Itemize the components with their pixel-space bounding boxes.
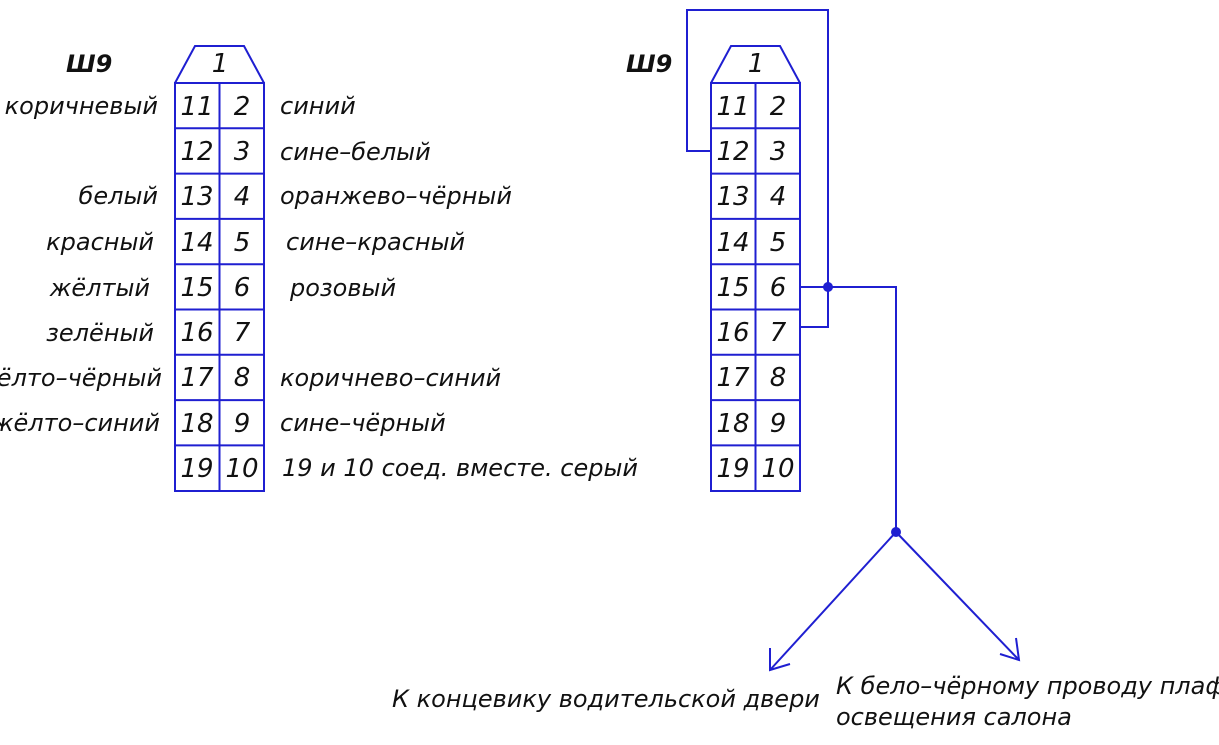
- destination-label: К бело–чёрному проводу плафона: [836, 672, 1219, 700]
- wire-color-label: сине–чёрный: [280, 409, 446, 437]
- right-pin: 10: [761, 454, 794, 484]
- left-pin: 4: [234, 182, 251, 212]
- wire-to-ceiling-light: [895, 531, 1020, 661]
- right-pin: 5: [770, 228, 787, 258]
- jumper-wire-12-7: [686, 9, 829, 328]
- wire-to-door-switch: [769, 531, 897, 671]
- wire-color-label: розовый: [289, 274, 396, 302]
- right-pin: 12: [716, 137, 749, 167]
- right-pin: 7: [770, 318, 787, 348]
- left-connector: Ш9 1 11 2 12 3 13 4 14 5 15 6 16 7 17 8 …: [0, 45, 638, 492]
- wire-color-label: красный: [46, 228, 154, 256]
- right-pin: 17: [716, 363, 750, 393]
- left-connector-label: Ш9: [66, 50, 112, 78]
- left-pin: 11: [180, 92, 213, 122]
- right-pin: 9: [770, 409, 787, 439]
- wire-color-label: зелёный: [46, 319, 154, 347]
- right-pin: 4: [770, 182, 787, 212]
- right-pin: 13: [716, 182, 749, 212]
- left-pin: 13: [180, 182, 213, 212]
- left-pin: 18: [180, 409, 213, 439]
- left-pin: 8: [234, 363, 251, 393]
- left-pin: 2: [234, 92, 251, 122]
- arrowhead-left: [769, 648, 791, 672]
- wire-color-label: оранжево–чёрный: [280, 182, 512, 210]
- left-pin: 7: [234, 318, 251, 348]
- left-pin: 14: [180, 228, 213, 258]
- wire-color-label: жёлто–чёрный: [0, 364, 162, 392]
- left-pin: 15: [180, 273, 213, 303]
- right-connector-label: Ш9: [626, 50, 672, 78]
- left-pin-1: 1: [212, 49, 229, 79]
- left-pin: 16: [180, 318, 213, 348]
- wire-color-label: синий: [280, 92, 356, 120]
- wire-color-label: сине–красный: [286, 228, 465, 256]
- wire-color-label: жёлто–синий: [0, 409, 160, 437]
- right-connector: Ш9 1 11 2 12 3 13 4 14 5 15 6 16 7 17 8 …: [626, 45, 801, 492]
- right-pin: 15: [716, 273, 749, 303]
- left-pin: 5: [234, 228, 251, 258]
- right-pin-1: 1: [748, 49, 765, 79]
- left-pin: 9: [234, 409, 251, 439]
- arrowhead-right: [999, 637, 1021, 662]
- wire-color-label: белый: [79, 182, 158, 210]
- junction-dot: [891, 527, 901, 537]
- wire-color-label: 19 и 10 соед. вместе. серый: [282, 454, 638, 482]
- right-pin: 3: [770, 137, 787, 167]
- right-pin: 2: [770, 92, 787, 122]
- left-pin: 19: [180, 454, 213, 484]
- junction-dot: [823, 282, 833, 292]
- wire-pin-6: [800, 286, 897, 532]
- destination-label: К концевику водительской двери: [392, 685, 820, 713]
- destination-label: освещения салона: [836, 703, 1072, 731]
- left-pin: 10: [225, 454, 258, 484]
- right-pin: 19: [716, 454, 749, 484]
- left-pin: 6: [234, 273, 251, 303]
- right-pin: 6: [770, 273, 787, 303]
- left-pin: 17: [180, 363, 214, 393]
- right-pin: 11: [716, 92, 749, 122]
- left-connector-frame: [174, 45, 265, 492]
- wire-color-label: жёлтый: [49, 274, 150, 302]
- left-pin: 3: [234, 137, 251, 167]
- wiring: [686, 9, 1021, 672]
- right-pin: 16: [716, 318, 749, 348]
- wire-color-label: коричнево–синий: [280, 364, 501, 392]
- right-pin: 8: [770, 363, 787, 393]
- right-pin: 18: [716, 409, 749, 439]
- left-pin: 12: [180, 137, 213, 167]
- wire-color-label: коричневый: [5, 92, 158, 120]
- wire-color-label: сине–белый: [280, 138, 431, 166]
- right-pin: 14: [716, 228, 749, 258]
